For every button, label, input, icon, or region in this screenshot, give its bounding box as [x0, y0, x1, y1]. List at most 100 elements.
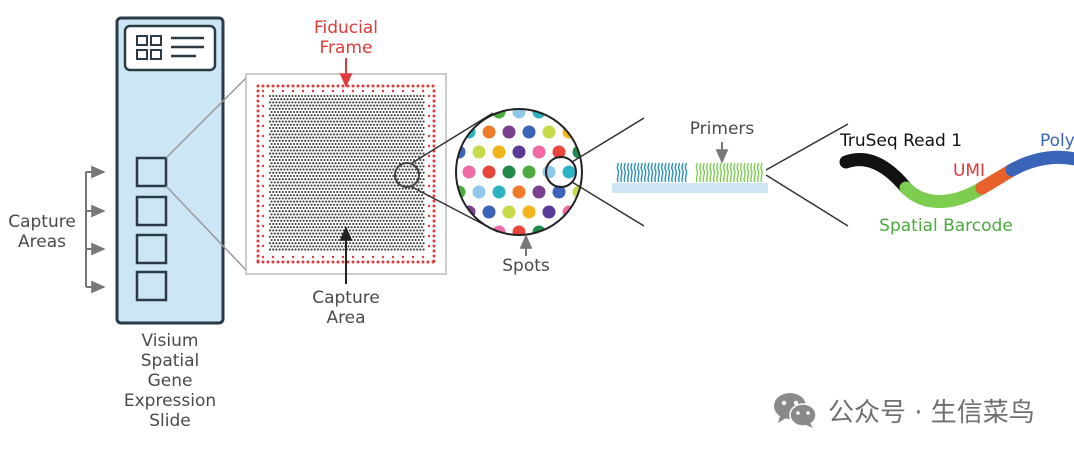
- capture-spot: [400, 242, 403, 245]
- capture-spot: [328, 130, 331, 133]
- capture-spot: [340, 226, 344, 229]
- capture-spot: [361, 133, 364, 136]
- capture-spot: [409, 94, 412, 98]
- capture-spot: [304, 178, 307, 181]
- capture-spot: [350, 162, 353, 165]
- capture-spot: [313, 101, 316, 104]
- capture-spot: [339, 178, 342, 181]
- capture-spot: [353, 168, 356, 171]
- capture-spot: [360, 117, 363, 120]
- capture-spot: [408, 98, 411, 101]
- capture-spot: [377, 178, 380, 181]
- capture-spot: [313, 197, 316, 200]
- capture-spot: [342, 171, 345, 174]
- capture-spot: [328, 104, 331, 107]
- capture-area-label-line2: Area: [326, 308, 366, 328]
- capture-spot: [419, 184, 422, 187]
- capture-spot: [284, 114, 288, 117]
- capture-spot: [344, 200, 347, 203]
- fiducial-dot: [386, 84, 390, 88]
- capture-spot: [324, 168, 328, 171]
- capture-spot: [316, 216, 320, 219]
- capture-spot: [379, 98, 382, 101]
- capture-spot: [404, 123, 408, 126]
- capture-spot: [358, 222, 361, 226]
- capture-spot: [278, 158, 281, 162]
- capture-spot: [353, 117, 356, 120]
- fiducial-dot: [376, 84, 380, 88]
- capture-spot: [387, 203, 390, 206]
- capture-spot: [276, 187, 280, 190]
- capture-spot: [348, 114, 352, 117]
- capture-spot: [361, 210, 364, 213]
- capture-spot: [352, 178, 355, 181]
- capture-spot: [289, 206, 292, 210]
- capture-spot: [356, 168, 360, 171]
- capture-spot: [348, 94, 352, 98]
- capture-spot: [368, 120, 371, 123]
- capture-spot: [284, 248, 288, 251]
- capture-spot: [396, 190, 400, 194]
- capture-spot: [326, 133, 329, 136]
- capture-spot: [294, 126, 297, 130]
- spatial-barcode-label: Spatial Barcode: [879, 216, 1013, 236]
- capture-spot: [416, 216, 419, 219]
- capture-spot: [283, 117, 286, 120]
- capture-spot: [320, 222, 323, 226]
- capture-spot: [348, 152, 352, 155]
- fiducial-dot: [311, 84, 315, 88]
- capture-spot: [366, 149, 369, 152]
- capture-spot: [294, 165, 297, 168]
- capture-spot: [339, 203, 342, 206]
- capture-spot: [310, 216, 313, 219]
- capture-spot: [284, 94, 288, 98]
- capture-spot: [332, 235, 336, 238]
- capture-spot: [420, 123, 424, 126]
- capture-spot: [300, 139, 304, 142]
- capture-spot: [384, 171, 387, 174]
- capture-spot: [305, 181, 308, 184]
- fiducial-dot: [321, 255, 325, 259]
- capture-spot: [272, 133, 275, 136]
- capture-spot: [385, 104, 388, 107]
- capture-spot: [419, 120, 422, 123]
- capture-spot: [329, 235, 332, 238]
- capture-spot: [320, 139, 323, 142]
- capture-spot: [310, 203, 313, 206]
- capture-spot: [379, 187, 382, 190]
- fiducial-dot: [351, 255, 355, 259]
- capture-spot: [398, 136, 401, 139]
- fiducial-dot: [346, 260, 350, 264]
- capture-spot: [419, 210, 422, 213]
- capture-spot: [299, 187, 302, 190]
- capture-spot: [280, 219, 283, 222]
- capture-spot: [353, 181, 356, 184]
- capture-spot: [403, 203, 406, 206]
- capture-spot: [376, 194, 379, 197]
- primer-strand: [756, 162, 760, 183]
- capture-spot: [398, 174, 401, 178]
- primer-strand: [722, 162, 726, 183]
- capture-spot: [364, 222, 368, 226]
- capture-spot: [417, 226, 420, 229]
- capture-spot: [408, 200, 411, 203]
- capture-spot: [403, 197, 406, 200]
- capture-spot: [414, 130, 417, 133]
- capture-spot: [403, 248, 406, 251]
- capture-spot: [294, 94, 297, 98]
- capture-spot: [331, 200, 334, 203]
- capture-spot: [377, 242, 380, 245]
- fiducial-dot: [427, 114, 431, 118]
- capture-spot: [308, 162, 312, 165]
- capture-spot: [348, 158, 352, 162]
- capture-spot: [416, 203, 419, 206]
- capture-spot: [312, 130, 315, 133]
- capture-spot: [412, 126, 416, 130]
- capture-spot: [318, 168, 321, 171]
- capture-spot: [420, 187, 424, 190]
- capture-spot: [358, 152, 361, 155]
- capture-spot: [334, 162, 337, 165]
- capture-spot: [352, 101, 355, 104]
- capture-spot: [372, 168, 376, 171]
- capture-spot: [384, 184, 387, 187]
